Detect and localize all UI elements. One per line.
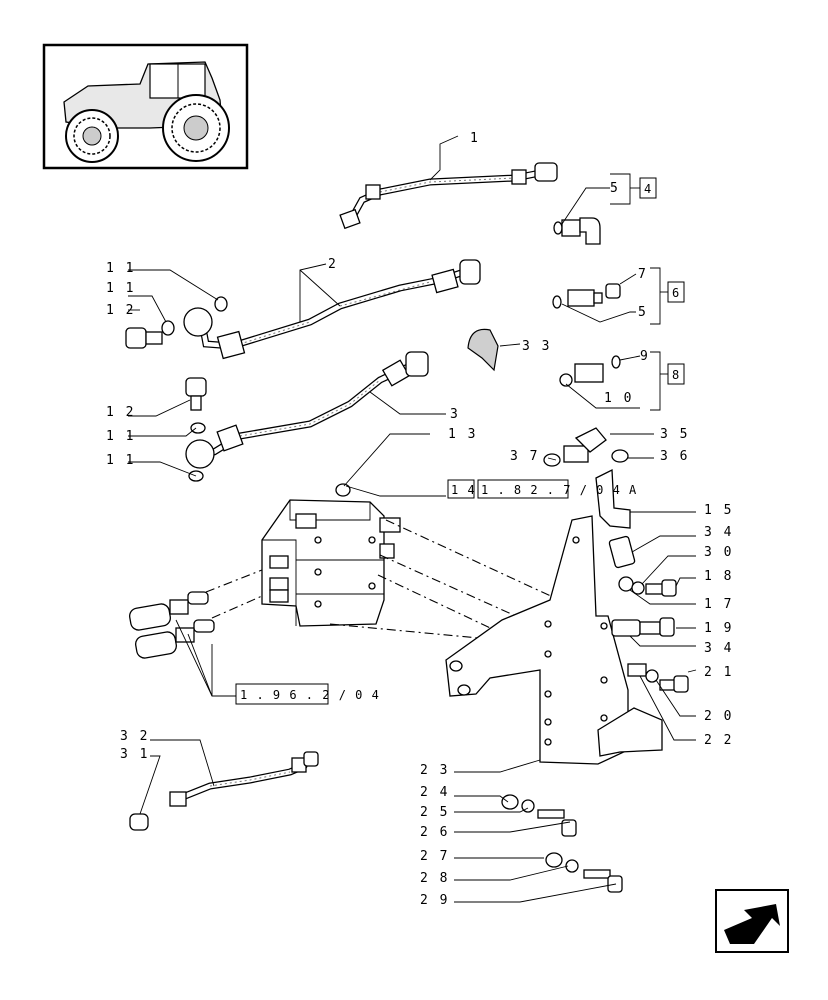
part-label-11: 1 1 — [106, 261, 135, 276]
part-label-11: 1 1 — [106, 429, 135, 444]
svg-text:1 4: 1 4 — [451, 483, 476, 497]
part-labels: 1 2 3 5 5 7 9 1 0 1 1 1 1 1 1 1 1 1 2 1 … — [106, 131, 733, 908]
part-label-22: 2 2 — [704, 733, 733, 748]
part-label-31: 3 1 — [120, 747, 149, 762]
washer-nut-set-17-18 — [618, 576, 677, 597]
part-label-3: 3 — [450, 407, 460, 422]
part-label-15: 1 5 — [704, 503, 733, 518]
svg-text:4: 4 — [644, 182, 652, 196]
part-label-11: 1 1 — [106, 281, 135, 296]
spacer-34 — [608, 535, 636, 569]
bracket-15 — [595, 468, 631, 529]
spacer-bolt-19 — [611, 617, 675, 637]
svg-text:1 . 8 2 . 7 / 0 4 A: 1 . 8 2 . 7 / 0 4 A — [481, 483, 637, 497]
adapter-fitting-7 — [552, 283, 621, 309]
part-label-9: 9 — [640, 349, 650, 364]
part-label-11: 1 1 — [106, 453, 135, 468]
leader-lines — [128, 135, 697, 903]
part-label-28: 2 8 — [420, 871, 449, 886]
elbow-fitting-35 — [543, 427, 629, 467]
part-label-37: 3 7 — [510, 449, 539, 464]
page-ref-box-1-82-7-04a[interactable]: 1 . 8 2 . 7 / 0 4 A — [477, 479, 637, 499]
part-label-5: 5 — [638, 305, 648, 320]
kit-ref-box-14[interactable]: 1 4 — [447, 479, 476, 499]
part-label-29: 2 9 — [420, 893, 449, 908]
svg-text:8: 8 — [672, 368, 680, 382]
part-label-1: 1 — [470, 131, 480, 146]
part-label-17: 1 7 — [704, 597, 733, 612]
part-label-25: 2 5 — [420, 805, 449, 820]
part-label-19: 1 9 — [704, 621, 733, 636]
adapter-fitting-9 — [559, 355, 621, 387]
part-label-21: 2 1 — [704, 665, 733, 680]
banjo-bolt-12 — [125, 296, 228, 349]
part-label-30: 3 0 — [704, 545, 733, 560]
kit-ref-box-4[interactable]: 4 — [639, 177, 657, 199]
part-label-26: 2 6 — [420, 825, 449, 840]
part-label-20: 2 0 — [704, 709, 733, 724]
banjo-bolt-12-lower — [185, 377, 207, 482]
part-label-13: 1 3 — [448, 427, 477, 442]
part-label-12: 1 2 — [106, 405, 135, 420]
elbow-fitting-5 — [553, 217, 601, 245]
tractor-thumbnail-icon — [42, 43, 249, 170]
bolt-set-20-22 — [627, 663, 689, 693]
part-label-10: 1 0 — [604, 391, 633, 406]
part-label-24: 2 4 — [420, 785, 449, 800]
quick-coupler-set — [129, 591, 215, 659]
hose-32 — [129, 751, 319, 831]
svg-text:6: 6 — [672, 286, 680, 300]
svg-text:1 . 9 6 . 2 / 0 4: 1 . 9 6 . 2 / 0 4 — [240, 688, 380, 702]
part-label-34: 3 4 — [704, 525, 733, 540]
part-label-2: 2 — [328, 257, 338, 272]
part-label-33: 3 3 — [522, 339, 551, 354]
bolt-set-24-26 — [501, 794, 577, 837]
hose-3 — [185, 351, 429, 469]
mounting-bracket-23 — [445, 515, 663, 765]
part-label-7: 7 — [638, 267, 648, 282]
part-label-18: 1 8 — [704, 569, 733, 584]
part-label-5: 5 — [610, 181, 620, 196]
navigation-arrow-icon[interactable] — [715, 889, 789, 953]
part-label-34: 3 4 — [704, 641, 733, 656]
bolt-set-27-29 — [545, 852, 623, 893]
clamp-33 — [467, 328, 499, 372]
hose-2 — [183, 259, 481, 360]
part-label-32: 3 2 — [120, 729, 149, 744]
part-label-27: 2 7 — [420, 849, 449, 864]
part-label-36: 3 6 — [660, 449, 689, 464]
kit-ref-box-8[interactable]: 8 — [667, 363, 685, 385]
kit-ref-box-6[interactable]: 6 — [667, 281, 685, 303]
part-label-12: 1 2 — [106, 303, 135, 318]
hose-1 — [339, 162, 558, 230]
part-label-35: 3 5 — [660, 427, 689, 442]
part-label-23: 2 3 — [420, 763, 449, 778]
control-valve-block — [261, 483, 401, 627]
page-ref-box-1-96-2-04[interactable]: 1 . 9 6 . 2 / 0 4 — [235, 683, 380, 705]
